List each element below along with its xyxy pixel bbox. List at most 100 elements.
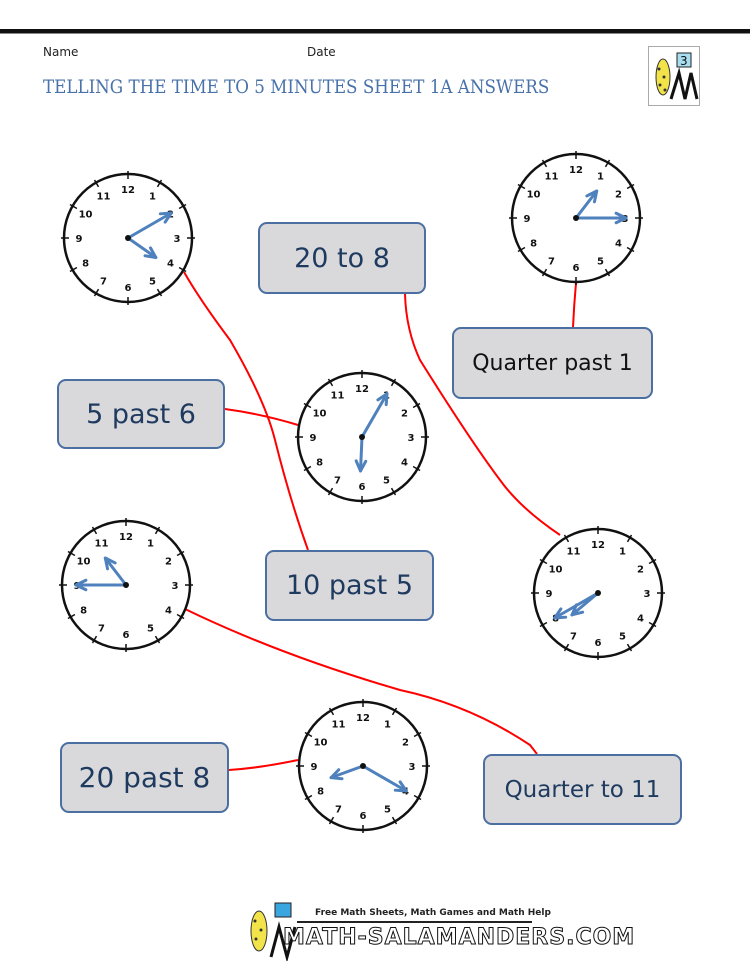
clock-number: 4	[167, 259, 174, 270]
box-20-to-8: 20 to 8	[258, 222, 426, 294]
match-line-box-20-past-8-clock-6	[228, 759, 299, 771]
page-title: TELLING THE TIME TO 5 MINUTES SHEET 1A A…	[43, 76, 550, 98]
clock-center	[123, 582, 129, 588]
clock-number: 9	[311, 762, 318, 773]
footer-tagline: Free Math Sheets, Math Games and Math He…	[315, 908, 551, 918]
match-line-box-5-past-6-clock-3	[224, 408, 299, 426]
svg-text:3: 3	[680, 54, 688, 68]
match-line-box-20-to-8-clock-5	[404, 293, 561, 536]
clock-number: 12	[119, 532, 133, 543]
box-5-past-6: 5 past 6	[57, 379, 225, 449]
answer-label: 10 past 5	[285, 570, 414, 601]
clock-number: 8	[82, 259, 89, 270]
clock-number: 3	[644, 589, 651, 600]
clock-number: 5	[149, 276, 156, 287]
clock-6: 121234567891011	[296, 699, 430, 833]
clock-number: 8	[80, 606, 87, 617]
clock-center	[573, 215, 579, 221]
clock-number: 11	[545, 172, 559, 183]
salamander-logo: 3	[648, 46, 700, 106]
footer-rule	[297, 921, 532, 923]
clock-center	[595, 590, 601, 596]
salamander-logo-icon: 3	[655, 52, 699, 100]
clock-2: 121234567891011	[509, 151, 643, 285]
clock-number: 12	[569, 165, 583, 176]
clock-number: 5	[619, 631, 626, 642]
clock-number: 5	[384, 804, 391, 815]
clock-number: 4	[615, 239, 622, 250]
clock-number: 6	[125, 283, 132, 294]
clock-number: 9	[76, 234, 83, 245]
clock-number: 1	[597, 172, 604, 183]
clock-number: 3	[172, 581, 179, 592]
box-quarter-to-11: Quarter to 11	[483, 754, 682, 825]
clock-5: 121234567891011	[531, 526, 665, 660]
clock-number: 7	[100, 276, 107, 287]
clock-number: 6	[359, 482, 366, 493]
clock-number: 11	[95, 539, 109, 550]
clock-number: 11	[332, 720, 346, 731]
clock-number: 1	[147, 539, 154, 550]
clock-number: 5	[147, 623, 154, 634]
clock-number: 2	[615, 190, 622, 201]
clock-number: 2	[637, 565, 644, 576]
name-label: Name	[43, 45, 79, 59]
clock-number: 4	[165, 606, 172, 617]
clock-number: 8	[316, 458, 323, 469]
clock-number: 3	[409, 762, 416, 773]
footer-site-name: MATH-SALAMANDERS.COM	[282, 925, 636, 951]
match-line-clock-2-box-quarter-past-1	[572, 282, 577, 328]
match-line-clock-4-box-quarter-to-11	[184, 608, 538, 755]
clock-number: 11	[567, 547, 581, 558]
clock-number: 6	[123, 630, 130, 641]
clock-number: 11	[97, 192, 111, 203]
clock-number: 10	[549, 565, 563, 576]
box-quarter-past-1: Quarter past 1	[452, 327, 653, 399]
clock-number: 1	[149, 192, 156, 203]
answer-label: 5 past 6	[86, 398, 196, 430]
clock-number: 10	[77, 557, 91, 568]
clock-number: 8	[530, 239, 537, 250]
box-10-past-5: 10 past 5	[265, 550, 434, 621]
clock-center	[360, 763, 366, 769]
clock-number: 5	[597, 256, 604, 267]
clock-number: 7	[335, 804, 342, 815]
clock-number: 6	[573, 263, 580, 274]
top-border-rule	[0, 29, 750, 34]
clock-number: 10	[313, 409, 327, 420]
clock-number: 1	[619, 547, 626, 558]
clock-number: 4	[637, 614, 644, 625]
clock-3: 121234567891011	[295, 370, 429, 504]
clock-number: 2	[165, 557, 172, 568]
box-20-past-8: 20 past 8	[60, 742, 229, 813]
clock-4: 121234567891011	[59, 518, 193, 652]
clock-number: 6	[360, 811, 367, 822]
date-label: Date	[307, 45, 336, 59]
clock-number: 11	[331, 391, 345, 402]
clock-number: 2	[402, 738, 409, 749]
clock-number: 4	[401, 458, 408, 469]
clock-number: 7	[548, 256, 555, 267]
clock-number: 7	[98, 623, 105, 634]
clock-number: 9	[524, 214, 531, 225]
footer-salamander-icon	[250, 902, 297, 961]
clock-number: 5	[383, 475, 390, 486]
clock-number: 12	[591, 540, 605, 551]
answer-label: Quarter to 11	[504, 776, 661, 803]
clock-number: 7	[334, 475, 341, 486]
clock-number: 12	[356, 713, 370, 724]
answer-label: 20 past 8	[78, 761, 211, 794]
clock-center	[125, 235, 131, 241]
clock-number: 10	[527, 190, 541, 201]
clock-number: 1	[384, 720, 391, 731]
clock-number: 3	[174, 234, 181, 245]
clock-number: 8	[317, 787, 324, 798]
clock-number: 12	[121, 185, 135, 196]
clock-center	[359, 434, 365, 440]
match-line-clock-1-box-10-past-5	[183, 271, 309, 551]
clock-number: 3	[408, 433, 415, 444]
clock-1: 121234567891011	[61, 171, 195, 305]
clock-number: 10	[79, 210, 93, 221]
